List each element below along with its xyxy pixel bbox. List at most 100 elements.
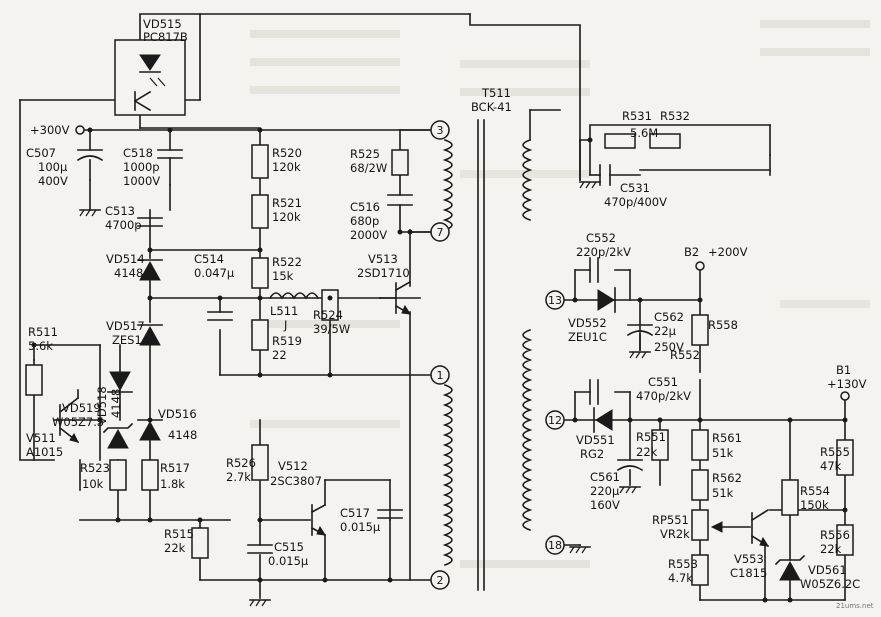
label-r524: R524 <box>313 308 343 322</box>
pin-1-label: 1 <box>437 369 444 382</box>
capacitor-c517 <box>377 509 403 519</box>
pin-2 <box>430 570 450 590</box>
label-r532: R532 <box>660 109 690 123</box>
diode-vd518 <box>107 371 133 393</box>
capacitor-c552 <box>589 257 599 283</box>
label-c552: C552 <box>586 231 616 245</box>
label-vd516: VD516 <box>158 407 197 421</box>
resistor-r556 <box>836 524 854 556</box>
label-v512-val: 2SC3807 <box>270 474 322 488</box>
label-r522-val: 15k <box>272 269 294 283</box>
label-r525: R525 <box>350 147 380 161</box>
label-c561-val1: 220μ <box>590 484 620 498</box>
capacitor-c562 <box>626 324 654 351</box>
resistor-r517 <box>141 459 159 491</box>
label-r526-val: 2.7k <box>226 470 251 484</box>
label-c517-val: 0.015μ <box>340 520 381 534</box>
label-vd519: VD519 <box>62 401 101 415</box>
resistor-r524 <box>321 289 339 321</box>
resistor-r521 <box>251 194 269 229</box>
label-rp551-val: VR2k <box>660 527 690 541</box>
label-vd514: VD514 <box>106 252 145 266</box>
label-r521: R521 <box>272 196 302 210</box>
label-vd552: VD552 <box>568 316 607 330</box>
potentiometer-rp551 <box>691 509 709 541</box>
label-t511: T511 <box>481 86 511 100</box>
label-c562-val2: 250V <box>654 340 684 354</box>
resistor-r515 <box>191 527 209 559</box>
label-v511-val: A1015 <box>26 445 63 459</box>
diode-vd517 <box>137 324 163 346</box>
resistor-r526 <box>251 444 269 481</box>
label-r555-val: 47k <box>820 459 842 473</box>
label-r511-val: 5.6k <box>28 339 53 353</box>
label-r523: R523 <box>80 461 110 475</box>
label-b1-val: +130V <box>827 377 867 391</box>
label-vd518: VD518 <box>95 386 109 425</box>
capacitor-c551 <box>589 379 599 405</box>
label-c551: C551 <box>648 375 678 389</box>
label-t511-val: BCK-41 <box>471 100 512 114</box>
resistor-r522 <box>251 257 269 289</box>
background-print-texture <box>250 20 870 568</box>
label-v300: +300V <box>30 123 70 137</box>
diode-vd551 <box>593 407 613 433</box>
label-r517: R517 <box>160 461 190 475</box>
label-vd517: VD517 <box>106 319 145 333</box>
label-b2-val: +200V <box>708 245 748 259</box>
label-c561-val2: 160V <box>590 498 620 512</box>
transistor-v512 <box>310 503 327 537</box>
label-c518-val1: 1000p <box>123 160 160 174</box>
junctions <box>31 127 848 603</box>
label-v513-val: 2SD1710 <box>357 266 410 280</box>
label-r554: R554 <box>800 484 830 498</box>
resistor-r562 <box>691 469 709 501</box>
pin-3 <box>430 120 450 140</box>
label-c518-val2: 1000V <box>123 174 160 188</box>
label-c551-val: 470p/2kV <box>636 389 691 403</box>
label-r515-val: 22k <box>164 541 186 555</box>
label-vd517-val: ZES1 <box>112 333 142 347</box>
resistor-r551 <box>651 429 669 461</box>
label-r556-val: 22k <box>820 542 842 556</box>
label-c516-val1: 680p <box>350 214 379 228</box>
pin-3-label: 3 <box>437 124 444 137</box>
capacitor-c518 <box>157 149 183 186</box>
label-v511: V511 <box>26 431 56 445</box>
pin-18-label: 18 <box>548 539 562 552</box>
diode-vd514 <box>137 259 163 281</box>
pin-2-label: 2 <box>437 574 444 587</box>
label-c531: C531 <box>620 181 650 195</box>
label-vd519-val: W05Z7.5 <box>52 415 104 429</box>
transistor-v511 <box>53 389 80 444</box>
label-b1: B1 <box>836 363 851 377</box>
label-r562-val: 51k <box>712 486 734 500</box>
label-c514-val: 0.047μ <box>194 266 235 280</box>
ground-symbols <box>79 181 651 607</box>
label-r519: R519 <box>272 334 302 348</box>
label-v553-val: C1815 <box>730 566 767 580</box>
label-r525-val: 68/2W <box>350 161 387 175</box>
label-pc817b: PC817B <box>143 30 188 44</box>
component-labels: VD515 PC817B +300V C507 100μ 400V C518 1… <box>26 17 867 591</box>
transistor-v553 <box>750 508 770 548</box>
label-r526: R526 <box>226 456 256 470</box>
label-c531-val: 470p/400V <box>604 195 667 209</box>
pin-13-label: 13 <box>548 294 562 307</box>
label-c562-val1: 22μ <box>654 324 677 338</box>
pin-12 <box>545 410 565 430</box>
resistor-r558 <box>691 314 709 346</box>
label-c515: C515 <box>274 540 304 554</box>
capacitor-c514 <box>207 311 233 321</box>
diode-vd516 <box>137 419 163 441</box>
inductor-l511 <box>268 292 320 300</box>
label-c516-val2: 2000V <box>350 228 387 242</box>
label-v553: V553 <box>734 552 764 566</box>
label-c507-val2: 400V <box>38 174 68 188</box>
pin-12-label: 12 <box>548 414 562 427</box>
label-r520: R520 <box>272 146 302 160</box>
label-r554-val: 150k <box>800 498 829 512</box>
label-c517: C517 <box>340 506 370 520</box>
resistor-r511 <box>25 364 43 396</box>
